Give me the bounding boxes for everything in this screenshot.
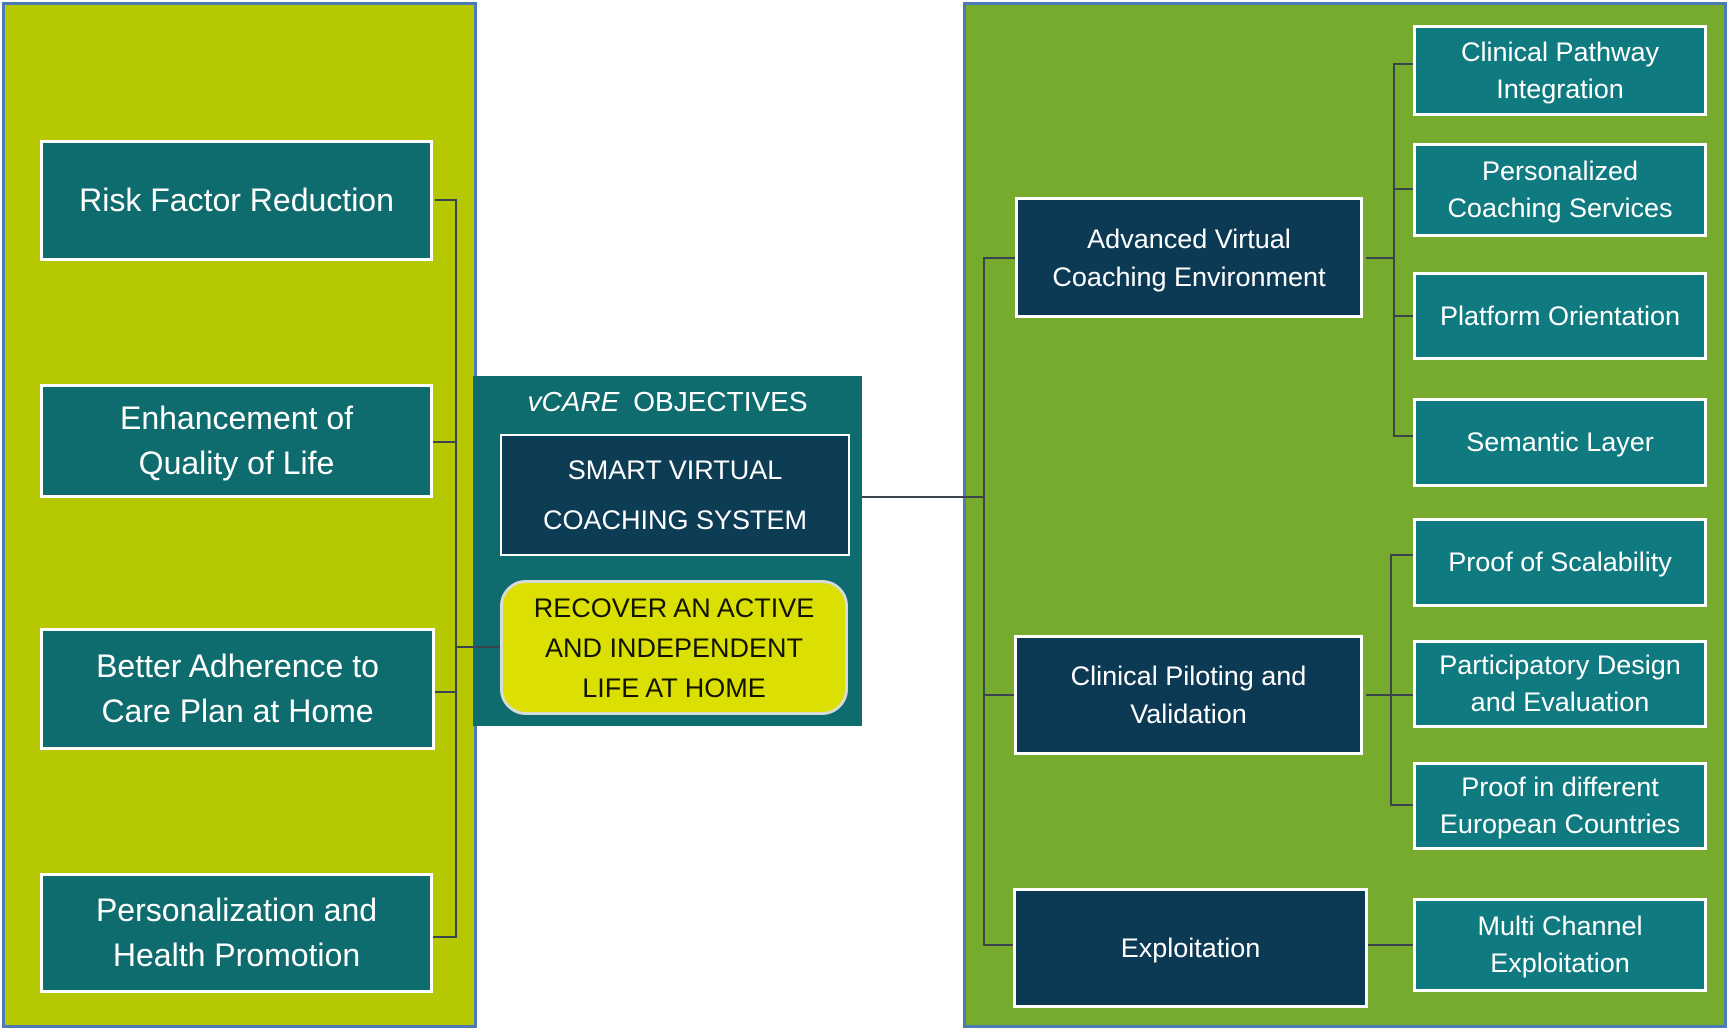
sub-label-line1: Multi Channel: [1477, 911, 1643, 941]
group-label-line1: Clinical Piloting and: [1070, 661, 1307, 691]
connector-right-vertical-bus: [983, 257, 985, 946]
sub-box-platform-orientation: Platform Orientation: [1413, 272, 1707, 360]
connector-advanced-env-out-stub: [1366, 257, 1393, 259]
connector-multi-channel-stub: [1368, 944, 1413, 946]
sub-box-clinical-pathway-integration: Clinical Pathway Integration: [1413, 25, 1707, 116]
sub-box-multi-channel-exploitation: Multi Channel Exploitation: [1413, 898, 1707, 992]
sub-box-proof-of-scalability: Proof of Scalability: [1413, 518, 1707, 607]
sub-label-line1: Participatory Design: [1439, 650, 1681, 680]
objective-box-risk-factor-reduction: Risk Factor Reduction: [40, 140, 433, 261]
sub-box-participatory-design-evaluation: Participatory Design and Evaluation: [1413, 640, 1707, 728]
connector-personalized-coaching-stub: [1395, 188, 1413, 190]
goal-label-line2: AND INDEPENDENT: [544, 632, 804, 663]
connector-proof-scalability-stub: [1392, 554, 1413, 556]
sub-label-line1: Personalized: [1481, 156, 1639, 186]
recover-active-life-goal-box: RECOVER AN ACTIVE AND INDEPENDENT LIFE A…: [500, 580, 848, 715]
connector-center-to-right-link: [862, 496, 984, 498]
sub-label-line2: Coaching Services: [1447, 193, 1673, 223]
group-label-line1: Advanced Virtual: [1087, 223, 1291, 254]
objective-box-personalization-health-promotion: Personalization and Health Promotion: [40, 873, 433, 993]
connector-clinical-pathway-stub: [1395, 63, 1413, 65]
sub-label-line2: Integration: [1496, 73, 1624, 104]
sub-label-line2: Exploitation: [1490, 948, 1630, 978]
sub-label-line2: European Countries: [1439, 809, 1681, 839]
system-label-line2: COACHING SYSTEM: [542, 505, 808, 535]
connector-quality-of-life-stub: [433, 441, 457, 443]
connector-adherence-stub: [435, 691, 457, 693]
vcare-brand-text: vCARE: [527, 386, 620, 417]
system-label-line1: SMART VIRTUAL: [567, 455, 783, 485]
connector-advanced-env-stub: [985, 257, 1015, 259]
connector-platform-orientation-stub: [1395, 315, 1413, 317]
sub-label: Semantic Layer: [1466, 427, 1654, 457]
sub-box-semantic-layer: Semantic Layer: [1413, 398, 1707, 487]
connector-cluster2-vertical: [1390, 554, 1392, 806]
group-label-line2: Coaching Environment: [1052, 261, 1326, 292]
connector-personalization-stub: [433, 936, 457, 938]
connector-risk-factor-stub: [435, 199, 457, 201]
sub-label: Platform Orientation: [1439, 300, 1681, 331]
sub-label-line1: Proof in different: [1461, 772, 1659, 802]
group-box-advanced-virtual-coaching-environment: Advanced Virtual Coaching Environment: [1015, 197, 1363, 318]
sub-label: Proof of Scalability: [1448, 547, 1672, 577]
connector-cluster1-vertical: [1393, 63, 1395, 437]
smart-virtual-coaching-system-box: SMART VIRTUAL COACHING SYSTEM: [500, 434, 850, 556]
group-box-clinical-piloting-validation: Clinical Piloting and Validation: [1014, 635, 1363, 755]
group-label-line2: Validation: [1130, 699, 1247, 729]
connector-exploitation-stub: [985, 944, 1013, 946]
objective-label-line2: Quality of Life: [138, 445, 335, 481]
goal-label-line3: LIFE AT HOME: [582, 672, 766, 703]
objectives-title-text: OBJECTIVES: [633, 386, 808, 417]
objective-box-quality-of-life: Enhancement of Quality of Life: [40, 384, 433, 498]
objective-label-line1: Personalization and: [95, 892, 378, 928]
sub-label-line1: Clinical Pathway: [1460, 36, 1660, 67]
connector-participatory-design-stub: [1366, 694, 1413, 696]
connector-proof-countries-stub: [1392, 804, 1413, 806]
group-label: Exploitation: [1120, 933, 1261, 963]
objective-label-line1: Better Adherence to: [96, 648, 379, 684]
vcare-objectives-title: vCARE OBJECTIVES: [473, 386, 862, 418]
objective-label-line2: Health Promotion: [112, 937, 361, 973]
group-box-exploitation: Exploitation: [1013, 888, 1368, 1008]
goal-label-line1: RECOVER AN ACTIVE: [533, 592, 815, 623]
sub-box-personalized-coaching-services: Personalized Coaching Services: [1413, 143, 1707, 237]
connector-semantic-layer-stub: [1395, 435, 1413, 437]
connector-left-to-center-link: [457, 646, 502, 648]
objective-label: Risk Factor Reduction: [79, 182, 394, 218]
objective-box-care-plan-adherence: Better Adherence to Care Plan at Home: [40, 628, 435, 750]
objective-label-line1: Enhancement of: [119, 400, 354, 436]
objective-label-line2: Care Plan at Home: [101, 693, 374, 729]
sub-label-line2: and Evaluation: [1470, 687, 1650, 717]
sub-box-proof-in-european-countries: Proof in different European Countries: [1413, 762, 1707, 850]
connector-clinical-piloting-stub: [985, 694, 1014, 696]
connector-left-vertical-bus: [455, 199, 457, 938]
